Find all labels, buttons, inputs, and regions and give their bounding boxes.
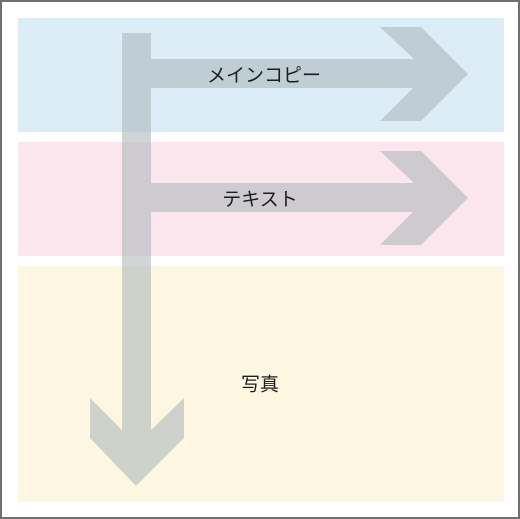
- section-label-photo: 写真: [240, 373, 280, 396]
- section-label-text: テキスト: [222, 188, 298, 211]
- section-label-main-copy: メインコピー: [206, 64, 322, 87]
